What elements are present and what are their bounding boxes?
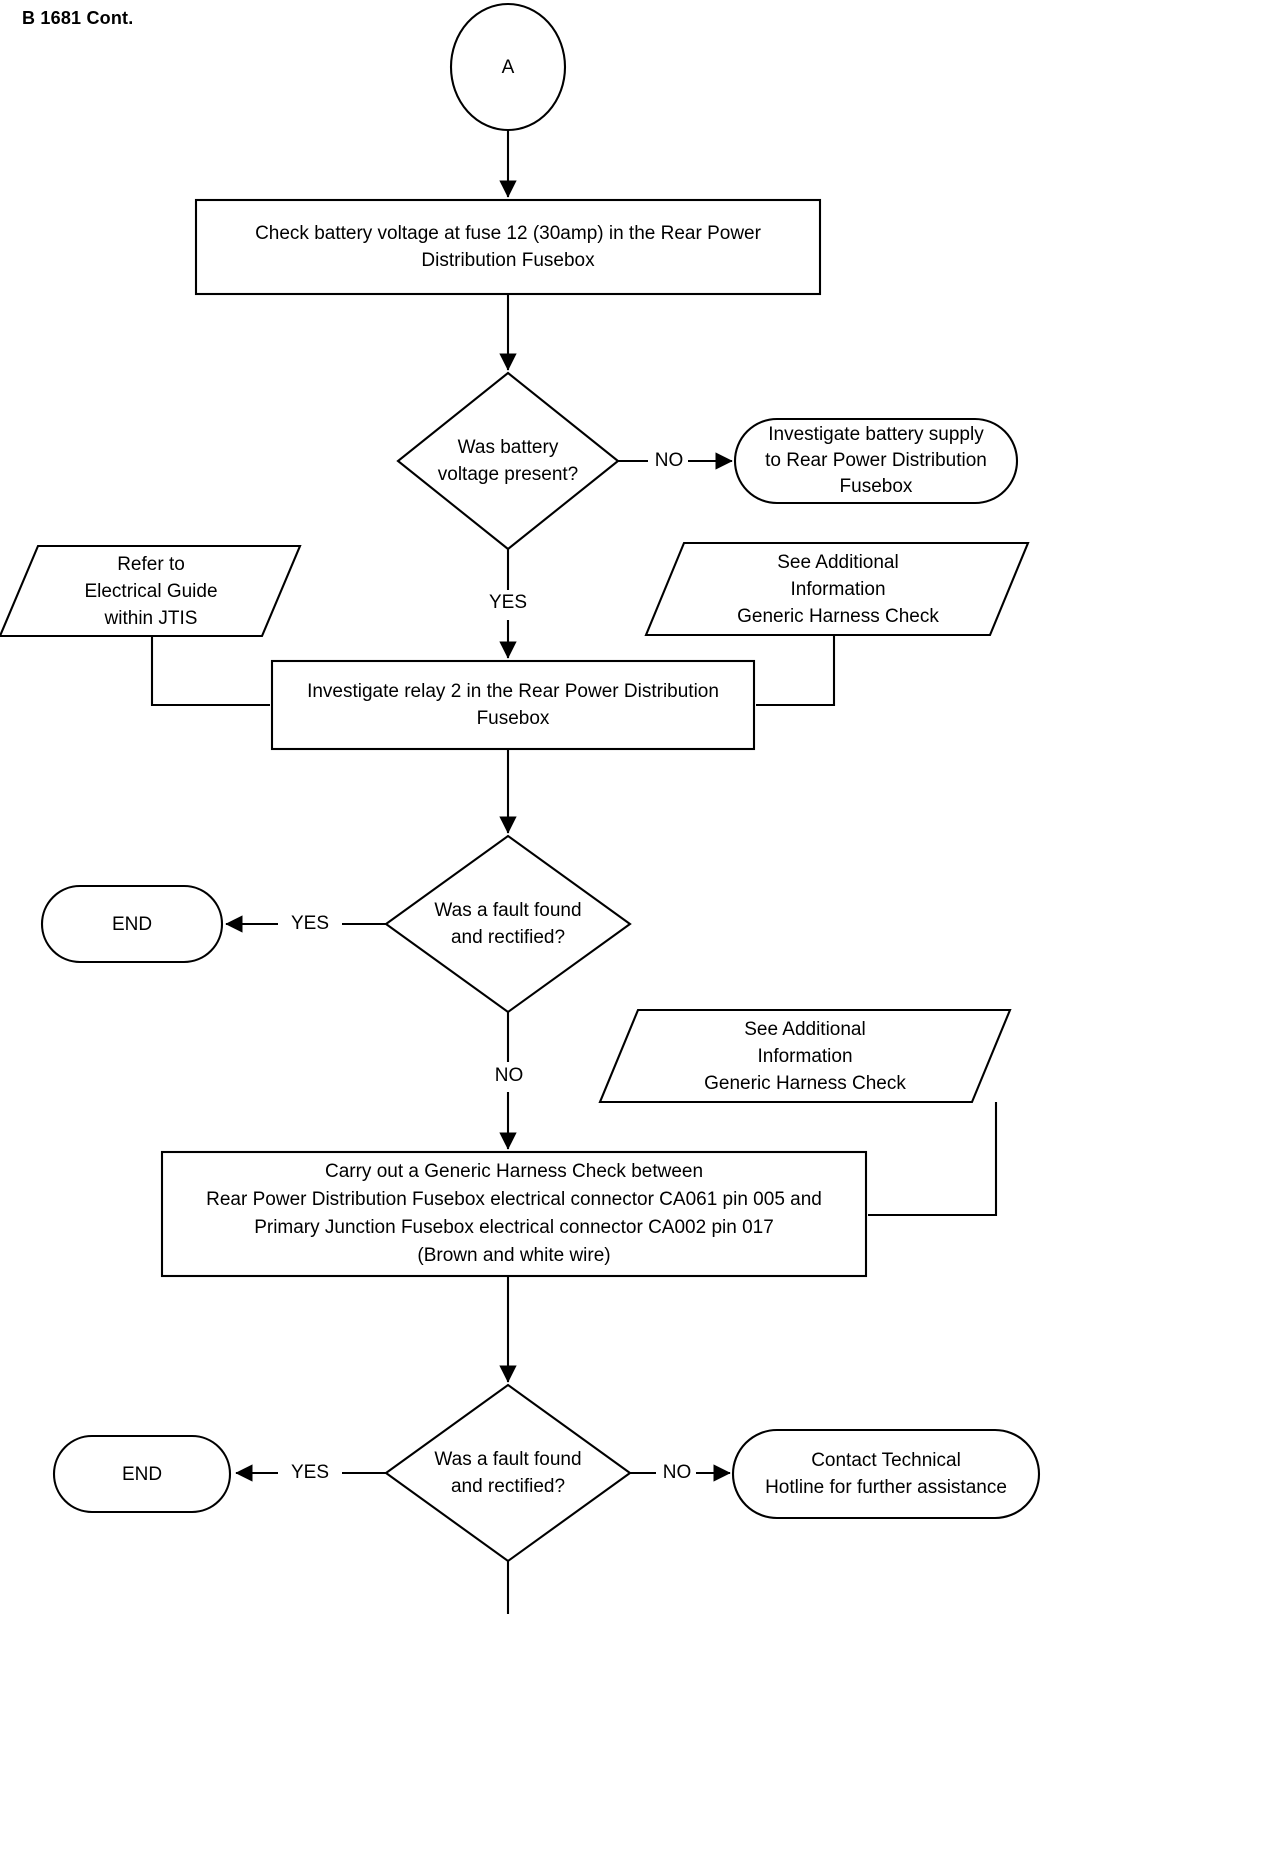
edge-info1-to-relay [756, 635, 836, 707]
was-fault-found-2-shape [384, 1383, 632, 1563]
carry-out-harness-check-shape [160, 1150, 868, 1278]
edge-label-decision2-yes: YES [290, 913, 330, 934]
edge-refer-to-relay [150, 636, 270, 707]
investigate-battery-supply-shape [733, 417, 1019, 505]
refer-electrical-guide-shape [0, 544, 302, 638]
edge-label-decision1-yes: YES [488, 592, 528, 613]
see-additional-info-1-shape [644, 541, 1030, 637]
check-battery-voltage-shape [194, 198, 822, 296]
end-1-shape [40, 884, 224, 964]
edge-label-decision2-no: NO [494, 1065, 524, 1086]
edge-info2-to-harness [868, 1102, 998, 1217]
end-2-shape [52, 1434, 232, 1514]
was-battery-voltage-present-shape [396, 371, 620, 551]
see-additional-info-2-shape [598, 1008, 1012, 1104]
page-title: B 1681 Cont. [22, 8, 134, 28]
edge-label-decision1-no: NO [654, 450, 684, 471]
edge-label-decision3-no: NO [662, 1462, 692, 1483]
connector-a-shape [449, 2, 567, 132]
contact-technical-hotline-shape [731, 1428, 1041, 1520]
was-fault-found-1-shape [384, 834, 632, 1014]
investigate-relay-2-shape [270, 659, 756, 751]
edge-label-decision3-yes: YES [290, 1462, 330, 1483]
